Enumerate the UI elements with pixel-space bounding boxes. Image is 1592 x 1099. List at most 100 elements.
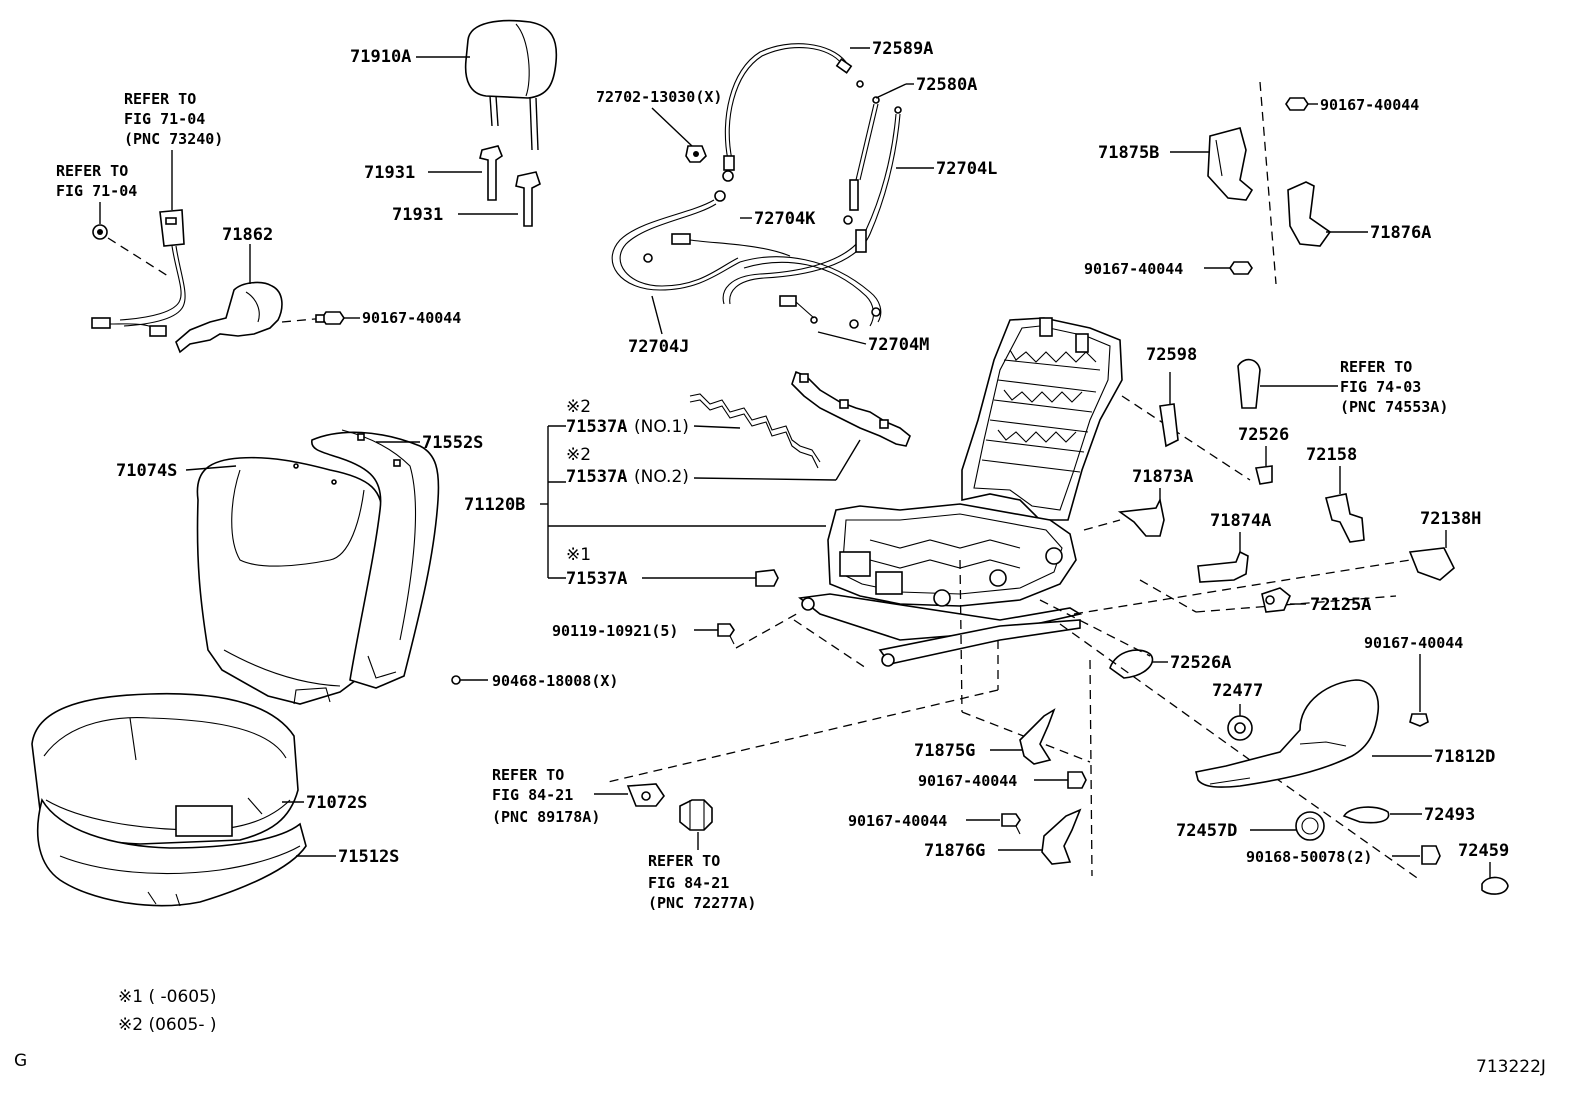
mark-1: ※1	[566, 545, 591, 565]
refer-left-2: FIG 71-04	[56, 182, 137, 200]
headrest-part	[464, 19, 558, 151]
label-71537A-no1: 71537A	[566, 417, 627, 437]
label-90167-3: 90167-40044	[1084, 260, 1183, 278]
part-72526A	[1109, 649, 1154, 679]
seat-frame-part	[798, 317, 1123, 667]
part-72459	[1481, 876, 1509, 895]
part-72526	[1255, 465, 1273, 485]
label-72493: 72493	[1424, 805, 1475, 825]
part-72138H	[1408, 547, 1455, 581]
label-72526A: 72526A	[1170, 653, 1231, 673]
refer-b2-1: REFER TO	[648, 852, 720, 870]
part-71812D	[1195, 679, 1380, 788]
label-71875G: 71875G	[914, 741, 975, 761]
wire-71537A-no1-part	[689, 393, 821, 469]
label-72704K: 72704K	[754, 209, 816, 229]
mark-2b: ※2	[566, 445, 591, 465]
part-72493	[1342, 806, 1390, 824]
label-72580A: 72580A	[916, 75, 977, 95]
label-71120B: 71120B	[464, 495, 525, 515]
bolt-90119	[717, 623, 735, 645]
cover-71875B-part	[1207, 127, 1254, 201]
label-71876G: 71876G	[924, 841, 985, 861]
label-72704M: 72704M	[868, 335, 929, 355]
label-71537A-no2: 71537A	[566, 467, 627, 487]
label-71931-a: 71931	[364, 163, 415, 183]
label-71910A: 71910A	[350, 47, 411, 67]
refer-r-2: FIG 74-03	[1340, 378, 1421, 396]
label-71812D: 71812D	[1434, 747, 1495, 767]
label-90167-6: 90167-40044	[848, 812, 947, 830]
wire-71537A-no2-part	[791, 370, 911, 447]
label-tag-part	[1237, 358, 1261, 409]
refer-top-2: FIG 71-04	[124, 110, 205, 128]
label-90167-1: 90167-40044	[362, 309, 461, 327]
label-72138H: 72138H	[1420, 509, 1481, 529]
label-72526: 72526	[1238, 425, 1289, 445]
connector-71537A-part	[755, 569, 779, 587]
clip-72277A	[679, 799, 713, 831]
cushion-pad-part	[36, 797, 307, 907]
label-72598: 72598	[1146, 345, 1197, 365]
footnote-2: ※2 (0605- )	[118, 1015, 217, 1035]
label-90468: 90468-18008(X)	[492, 672, 618, 690]
bolt-90167-6	[1001, 813, 1021, 835]
footnote-1: ※1 ( -0605)	[118, 987, 217, 1007]
refer-b1-3: (PNC 89178A)	[492, 808, 600, 826]
label-71873A: 71873A	[1132, 467, 1193, 487]
cushion-cover-part	[31, 692, 299, 845]
label-71876A: 71876A	[1370, 223, 1431, 243]
no2-text: (NO.2)	[634, 467, 689, 487]
mark-2a: ※2	[566, 397, 591, 417]
refer-b1-1: REFER TO	[492, 766, 564, 784]
label-72704J: 72704J	[628, 337, 689, 357]
label-71874A: 71874A	[1210, 511, 1271, 531]
part-72598	[1159, 403, 1179, 448]
headrest-support-part	[479, 145, 541, 227]
refer-r-1: REFER TO	[1340, 358, 1412, 376]
label-72459: 72459	[1458, 841, 1509, 861]
bolt-90168	[1421, 845, 1441, 865]
bolt-90167-5	[1067, 771, 1087, 789]
bolt-part-2	[1285, 97, 1309, 111]
label-71552S: 71552S	[422, 433, 483, 453]
part-72125A	[1261, 587, 1291, 613]
part-72477	[1227, 715, 1253, 741]
bolt-part	[315, 311, 345, 325]
grommet-part	[685, 145, 707, 163]
refer-r-3: (PNC 74553A)	[1340, 398, 1448, 416]
label-72125A: 72125A	[1310, 595, 1371, 615]
label-71862: 71862	[222, 225, 273, 245]
refer-top-3: (PNC 73240)	[124, 130, 223, 148]
corner-left-code: G	[14, 1051, 27, 1071]
label-90119: 90119-10921(5)	[552, 622, 678, 640]
label-72702: 72702-13030(X)	[596, 88, 722, 106]
label-72704L: 72704L	[936, 159, 997, 179]
label-71931-b: 71931	[392, 205, 443, 225]
refer-b2-3: (PNC 72277A)	[648, 894, 756, 912]
part-71874A	[1197, 550, 1249, 583]
label-90168: 90168-50078(2)	[1246, 848, 1372, 866]
refer-left-1: REFER TO	[56, 162, 128, 180]
label-72457D: 72457D	[1176, 821, 1237, 841]
connector-89178A	[626, 783, 665, 807]
label-90167-5: 90167-40044	[918, 772, 1017, 790]
refer-b2-2: FIG 84-21	[648, 874, 729, 892]
label-71537A: 71537A	[566, 569, 627, 589]
bolt-90167-4	[1409, 713, 1429, 727]
label-72158: 72158	[1306, 445, 1357, 465]
part-72457D	[1295, 811, 1325, 841]
label-90167-2: 90167-40044	[1320, 96, 1419, 114]
corner-right-code: 713222J	[1476, 1057, 1546, 1077]
cable-assembly-part	[611, 43, 902, 329]
part-71875G	[1019, 708, 1056, 765]
bolt-part-3	[1229, 261, 1253, 275]
refer-b1-2: FIG 84-21	[492, 786, 573, 804]
label-72589A: 72589A	[872, 39, 933, 59]
part-71876G	[1041, 808, 1082, 865]
label-90167-4: 90167-40044	[1364, 634, 1463, 652]
label-71074S: 71074S	[116, 461, 177, 481]
cover-71876A-part	[1287, 181, 1332, 247]
label-71875B: 71875B	[1098, 143, 1159, 163]
